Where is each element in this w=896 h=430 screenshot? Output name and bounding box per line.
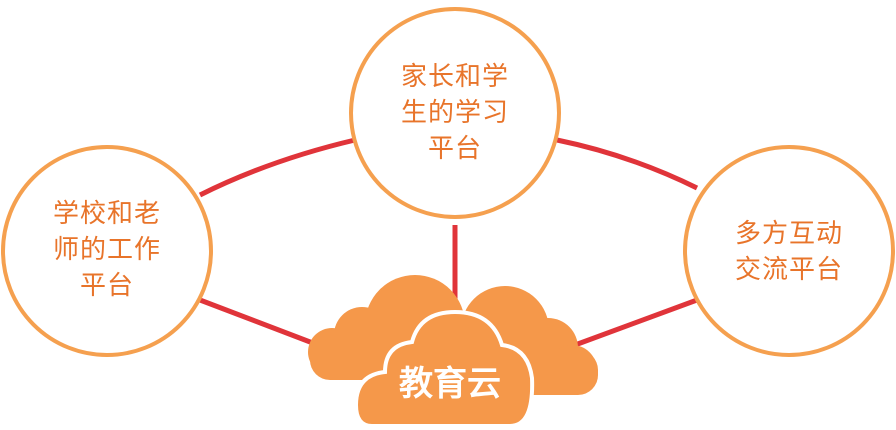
node-left-line3: 平台 (79, 271, 134, 301)
node-left-line1: 学校和老 (52, 199, 161, 229)
node-top-line3: 平台 (427, 134, 482, 164)
node-left-line2: 师的工作 (52, 235, 161, 265)
node-left: 学校和老 师的工作 平台 (27, 196, 187, 304)
node-top-line2: 生的学习 (400, 98, 509, 128)
link-left-cloud (199, 297, 319, 348)
node-circle-left (1, 145, 213, 357)
link-left-top (198, 137, 356, 198)
node-top-line1: 家长和学 (400, 62, 509, 92)
node-top: 家长和学 生的学习 平台 (375, 59, 535, 167)
node-right-line2: 交流平台 (734, 255, 843, 285)
link-right-cloud (574, 297, 698, 348)
node-right: 多方互动 交流平台 (709, 216, 869, 288)
link-top-right (556, 137, 699, 191)
node-circle-top (349, 7, 561, 219)
cloud-label: 教育云 (399, 364, 501, 404)
node-right-line1: 多方互动 (734, 219, 843, 249)
node-circle-right (683, 145, 895, 357)
